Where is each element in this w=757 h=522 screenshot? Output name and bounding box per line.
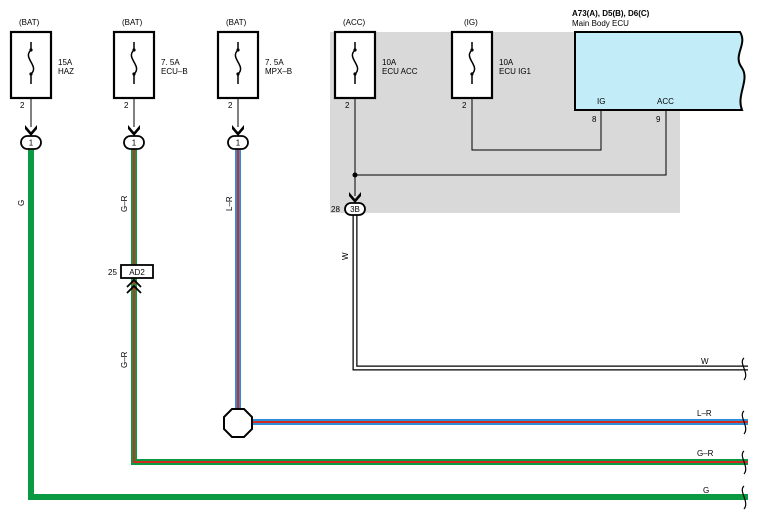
fuse-1-pin: 2 <box>20 101 25 110</box>
wire-label-right-gr: G–R <box>697 449 714 458</box>
ecu-ig-pin: 8 <box>592 115 597 124</box>
connector-ad2: AD2 <box>120 264 154 294</box>
wire-label-right-g: G <box>703 486 709 495</box>
svg-text:1: 1 <box>132 139 137 148</box>
ecu-acc-label: ACC <box>657 97 674 106</box>
fuse-4-supply: (ACC) <box>343 18 366 27</box>
fuse-2-name: ECU–B <box>161 67 188 76</box>
fuse-3-pin: 2 <box>228 101 233 110</box>
svg-text:AD2: AD2 <box>129 268 145 277</box>
fuse-4-name: ECU ACC <box>382 67 418 76</box>
fuse-3-name: MPX–B <box>265 67 292 76</box>
connector-3b: 3B <box>344 202 366 216</box>
connector-2: 1 <box>123 135 145 150</box>
fuse-5-supply: (IG) <box>464 18 478 27</box>
wire-label-right-w: W <box>701 357 709 366</box>
wire-label-gr-top: G–R <box>120 195 129 212</box>
fuse-2-rating: 7. 5A <box>161 58 180 67</box>
fuse-2-supply: (BAT) <box>122 18 143 27</box>
fuse-4-rating: 10A <box>382 58 397 67</box>
ecu-name: Main Body ECU <box>572 19 629 28</box>
fuse-5-rating: 10A <box>499 58 514 67</box>
wire-label-lr: L–R <box>225 196 234 211</box>
fuse-1-supply: (BAT) <box>19 18 40 27</box>
fuse-mpx-b <box>216 30 260 100</box>
svg-text:1: 1 <box>236 139 241 148</box>
connector-3b-pin: 28 <box>331 205 340 214</box>
fuse-ecu-acc <box>333 30 377 100</box>
fuse-ecu-ig1 <box>450 30 494 100</box>
wire-g <box>28 149 748 500</box>
fuse-5-name: ECU IG1 <box>499 67 532 76</box>
connector-chevron <box>25 125 361 203</box>
ecu-code: A73(A), D5(B), D6(C) <box>572 9 650 18</box>
svg-text:3B: 3B <box>350 205 360 214</box>
wire-g-r <box>131 149 748 465</box>
fuse-2-pin: 2 <box>124 101 129 110</box>
ecu-body <box>574 31 746 111</box>
connector-1: 1 <box>20 135 42 150</box>
wire-continuation-marks <box>741 357 747 510</box>
connector-3: 1 <box>227 135 249 150</box>
junction-wiring <box>354 98 667 196</box>
connector-ad2-pin: 25 <box>108 268 117 277</box>
fuse-1-name: HAZ <box>58 67 74 76</box>
fuse-4-pin: 2 <box>345 101 350 110</box>
svg-text:1: 1 <box>29 139 34 148</box>
wire-label-right-lr: L–R <box>697 409 712 418</box>
fuse-1-rating: 15A <box>58 58 73 67</box>
ecu-acc-pin: 9 <box>656 115 661 124</box>
wire-l-r <box>235 149 748 425</box>
fuse-5-pin: 2 <box>462 101 467 110</box>
wire-label-w: W <box>341 252 350 260</box>
fuse-3-supply: (BAT) <box>226 18 247 27</box>
splice-point <box>352 172 358 178</box>
fuse-haz <box>9 30 53 100</box>
ecu-ig-label: IG <box>597 97 605 106</box>
fuse-ecu-b <box>112 30 156 100</box>
wire-label-left-g: G <box>17 200 26 206</box>
wire-w <box>352 214 748 371</box>
fuse-3-rating: 7. 5A <box>265 58 284 67</box>
joint-connector <box>223 408 253 438</box>
wire-label-gr-bottom: G–R <box>120 351 129 368</box>
